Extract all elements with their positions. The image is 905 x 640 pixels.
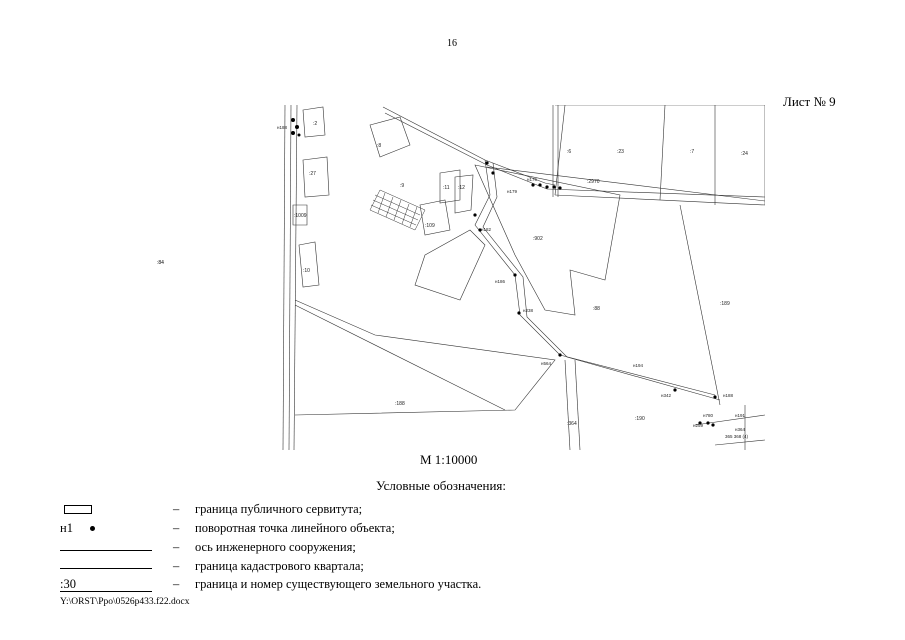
point-label: н182 (481, 227, 491, 232)
point-label: 365 368 (4) (725, 434, 749, 439)
parcel-label: :9 (400, 183, 404, 189)
point-label: н342 (661, 393, 671, 398)
point-label: н188 (723, 393, 733, 398)
legend-text: граница кадастрового квартала; (195, 559, 364, 573)
point-label: н259 (693, 423, 703, 428)
legend-title: Условные обозначения: (376, 478, 507, 493)
legend-symbol-point: н1 (60, 521, 160, 537)
parcel-label: :27 (309, 171, 316, 177)
point-label: н179 (507, 189, 517, 194)
legend-text: граница публичного сервитута; (195, 502, 363, 516)
legend-plot-code: :30 (60, 577, 76, 591)
parcel-label: :24 (741, 151, 748, 157)
legend-item-turning-point: н1 – поворотная точка линейного объекта; (60, 521, 860, 537)
legend-dash: – (173, 521, 180, 535)
parcel-label: :190 (635, 416, 645, 422)
parcel-label: :12 (458, 185, 465, 191)
page-number: 16 (447, 38, 457, 49)
point-label: н564 (541, 361, 551, 366)
point-label: н191 (735, 413, 745, 418)
point-label: н188 (277, 125, 287, 130)
legend-item-servitude-boundary: – граница публичного сервитута; (60, 502, 860, 518)
parcel-label: :364 (567, 421, 577, 427)
parcel-label: :88 (593, 306, 600, 312)
legend-symbol-code-line: :30 (60, 577, 160, 593)
legend-text: поворотная точка линейного объекта; (195, 521, 395, 535)
parcel-label: :188 (395, 401, 405, 407)
legend-dash: – (173, 502, 180, 516)
legend-text: граница и номер существующего земельного… (195, 577, 482, 591)
parcel-label-outside: :84 (157, 260, 164, 266)
legend-symbol-rectangle (60, 502, 160, 518)
parcel-label: :109 (425, 223, 435, 229)
point-label: н238 (523, 308, 533, 313)
legend-symbol-line (60, 559, 160, 575)
legend-dash: – (173, 540, 180, 554)
cadastral-map: :2 :27 :1009 :8 :10 :9 :11 :12 :109 :6 :… (277, 105, 765, 450)
legend-dash: – (173, 577, 180, 591)
parcel-label: :11 (443, 185, 450, 191)
parcel-label: :8 (377, 143, 381, 149)
legend-point-code: н1 (60, 521, 73, 535)
point-label: н780 (703, 413, 713, 418)
parcel-label: :7 (690, 149, 694, 155)
legend-dash: – (173, 559, 180, 573)
parcel-label: :902 (533, 236, 543, 242)
parcel-label: :6 (567, 149, 571, 155)
point-label: н364 (735, 427, 745, 432)
map-scale: М 1:10000 (420, 452, 478, 467)
sheet-label: Лист № 9 (783, 94, 836, 109)
parcel-label: :1009 (294, 213, 307, 219)
legend-item-cadastral-quarter: – граница кадастрового квартала; (60, 559, 860, 575)
parcel-label: :10 (303, 268, 310, 274)
parcel-label: :2 (313, 121, 317, 127)
point-label: н194 (633, 363, 643, 368)
file-path: Y:\ORST\Ppo\0526p433.f22.docx (60, 597, 190, 607)
legend-symbol-line (60, 540, 160, 556)
parcel-label: :2970 (587, 179, 600, 185)
point-label: н176 (527, 177, 537, 182)
legend-text: ось инженерного сооружения; (195, 540, 356, 554)
legend-item-land-plot: :30 – граница и номер существующего земе… (60, 577, 860, 593)
parcel-label: :189 (720, 301, 730, 307)
legend-item-engineering-axis: – ось инженерного сооружения; (60, 540, 860, 556)
parcel-label: :23 (617, 149, 624, 155)
point-label: н186 (495, 279, 505, 284)
